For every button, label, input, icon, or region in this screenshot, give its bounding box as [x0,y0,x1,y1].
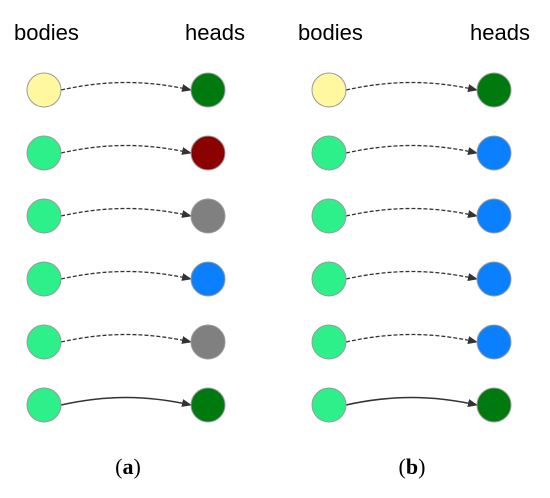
head-node [190,135,226,171]
dashed-arrow [60,270,192,281]
head-node [476,324,512,360]
panel-a-rows [26,72,226,423]
panel-a: bodies heads (a) [14,20,245,479]
head-node [190,198,226,234]
panel-a-row-3 [26,198,226,234]
panel-a-bodies-label: bodies [14,20,79,45]
body-node [311,261,347,297]
dashed-arrow [60,81,192,92]
head-node [476,72,512,108]
body-node [311,387,347,423]
panel-a-row-1 [26,72,226,108]
head-node [190,387,226,423]
solid-arrow [345,396,478,407]
body-node [26,324,62,360]
panel-b-row-1 [311,72,512,108]
panel-b-bodies-label: bodies [298,20,363,45]
panel-b: bodies heads (b) [298,20,530,479]
panel-a-row-2 [26,135,226,171]
panel-b-row-3 [311,198,512,234]
solid-arrow [60,396,192,407]
panel-a-row-6 [26,387,226,423]
head-node [190,72,226,108]
panel-b-rows [311,72,512,423]
body-node [26,387,62,423]
dashed-arrow [345,333,478,344]
head-node [476,387,512,423]
panel-a-caption: (a) [115,454,141,479]
panel-a-row-5 [26,324,226,360]
panel-b-caption: (b) [399,454,426,479]
head-node [476,135,512,171]
head-node [190,261,226,297]
panel-b-row-4 [311,261,512,297]
dashed-arrow [345,270,478,281]
body-node [26,261,62,297]
dashed-arrow [60,207,192,218]
body-node [311,135,347,171]
body-node [311,72,347,108]
dashed-arrow [345,144,478,155]
panel-b-heads-label: heads [470,20,530,45]
body-node [26,135,62,171]
head-node [476,261,512,297]
body-node [311,198,347,234]
panel-a-heads-label: heads [185,20,245,45]
panel-b-row-5 [311,324,512,360]
head-node [476,198,512,234]
dashed-arrow [345,207,478,218]
dashed-arrow [60,144,192,155]
panel-b-row-2 [311,135,512,171]
body-node [26,72,62,108]
panel-b-row-6 [311,387,512,423]
dashed-arrow [345,81,478,92]
head-node [190,324,226,360]
dashed-arrow [60,333,192,344]
body-node [311,324,347,360]
panel-a-row-4 [26,261,226,297]
body-node [26,198,62,234]
